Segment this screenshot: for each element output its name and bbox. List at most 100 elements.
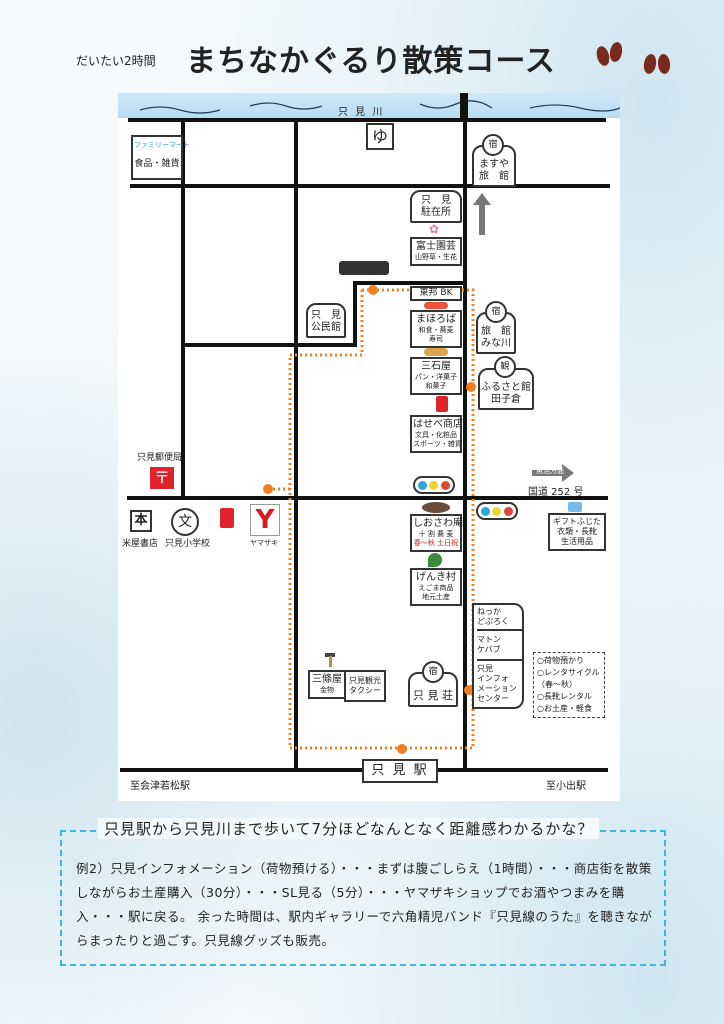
- river-waves: [139, 100, 621, 114]
- label: 衣類・長靴: [557, 527, 597, 536]
- label: 駐在所: [421, 207, 451, 218]
- label: パン・洋菓子: [414, 373, 458, 381]
- inn-badge: 宿: [482, 134, 504, 156]
- label: 文具・化粧品: [415, 431, 457, 439]
- flower-icon: ✿: [429, 222, 440, 236]
- label: 寿司: [429, 335, 443, 343]
- uonuma-direction: 魚沼方面: [536, 467, 564, 475]
- label: 山野草・生花: [415, 253, 457, 261]
- label: 公民館: [311, 322, 341, 333]
- info-services-list: ○荷物預かり○レンタサイクル（春～秋）○長靴レンタル○お土産・軽食: [533, 652, 605, 718]
- onsen-marker: ゆ: [366, 123, 394, 150]
- route-stop-dot: [368, 285, 378, 295]
- label: スポーツ・雑貨: [413, 440, 462, 448]
- bridge: [460, 93, 468, 120]
- nekka-doburoku: ねっかどぶろく: [477, 605, 522, 631]
- to-koide: 至小出駅: [546, 781, 586, 792]
- road: [183, 281, 465, 347]
- service-item: ○長靴レンタル: [537, 692, 592, 701]
- label: まほろば: [416, 314, 456, 325]
- yamazaki-logo: Y: [250, 504, 280, 536]
- note-body: 例2）只見インフォメーション（荷物預ける）・・・まずは腹ごしらえ（1時間）・・・…: [76, 861, 653, 948]
- walking-route: [268, 288, 475, 750]
- traffic-light-icon: [413, 476, 455, 494]
- label: ふるさと館: [481, 382, 531, 393]
- route-stop-dot: [263, 484, 273, 494]
- label: 田子倉: [491, 394, 521, 405]
- mahoroba-restaurant: まほろば和食・蕎麦寿司: [410, 310, 462, 348]
- north-arrow-icon: [473, 193, 491, 235]
- label: 只 見: [421, 195, 451, 206]
- to-aizuwakamatsu: 至会津若松駅: [130, 781, 190, 792]
- label: 三石屋: [421, 361, 451, 372]
- service-item: （春～秋）: [537, 680, 577, 689]
- inn-badge: 宿: [485, 301, 507, 323]
- label: 旅 館: [481, 326, 511, 337]
- river: [118, 93, 620, 118]
- route-stop-dot: [466, 382, 476, 392]
- label: 富士園芸: [416, 241, 456, 252]
- label: 只見観光: [349, 676, 381, 685]
- label: 春～秋 土日祝: [413, 539, 459, 547]
- label: しおさわ庵: [413, 518, 463, 529]
- river-label: 只 見 川: [338, 107, 385, 118]
- store-label: 食品・雑貨: [134, 159, 180, 169]
- sightseeing-badge: 観: [494, 356, 516, 378]
- label: ますや: [479, 159, 509, 170]
- label: 地元土産: [422, 593, 450, 601]
- label: えごま商品: [418, 584, 454, 592]
- gas-station-icon: [220, 508, 234, 528]
- label: ケバブ: [477, 645, 501, 654]
- label: みな川: [481, 338, 511, 349]
- inn-badge: 宿: [422, 661, 444, 683]
- soba-icon: [422, 502, 450, 513]
- yamazaki-label: ヤマザキ: [250, 539, 278, 547]
- hasebe-shoten: はせべ商店文具・化粧品スポーツ・雑貨: [410, 415, 463, 453]
- hammer-icon: [322, 652, 340, 668]
- toho-bank: 東邦 BK: [410, 286, 462, 301]
- bookstore-icon: 本: [130, 510, 152, 532]
- note-heading: 只見駅から只見川まで歩いて7分ほどなんとなく距離感わかるかな？: [98, 818, 600, 839]
- service-item: ○お土産・軽食: [537, 704, 592, 713]
- label: 三條屋: [312, 674, 342, 685]
- route-stop-dot: [464, 685, 474, 695]
- route-stop-dot: [397, 744, 407, 754]
- label: センター: [477, 694, 509, 703]
- label: 十 割 蕎 麦: [418, 530, 454, 538]
- label: 生活用品: [561, 537, 593, 546]
- mutton-kebab: マトンケバブ: [477, 631, 522, 661]
- tadami-taxi: 只見観光タクシー: [344, 670, 386, 702]
- label: メーション: [477, 684, 517, 693]
- traffic-light-icon: [476, 502, 518, 520]
- label: タクシー: [349, 686, 381, 695]
- post-office-label: 只見郵便局: [137, 453, 183, 463]
- shiosawa-an: しおさわ庵十 割 蕎 麦春～秋 土日祝: [410, 514, 463, 552]
- label: インフォ: [477, 674, 509, 683]
- gas-station-icon: [436, 396, 448, 412]
- kominkan: 只 見公民館: [306, 303, 346, 338]
- label: はせべ商店: [413, 419, 463, 430]
- sanjoya-hardware: 三條屋金物: [308, 670, 346, 699]
- tadami-information-center: 只見インフォメーションセンター: [477, 661, 522, 707]
- leaf-icon: [428, 553, 442, 567]
- bookstore-label: 米屋書店: [122, 539, 159, 549]
- post-office-icon: 〒: [150, 467, 174, 489]
- label: 旅 館: [479, 171, 509, 182]
- label: どぶろく: [477, 617, 509, 626]
- label: げんき村: [416, 572, 456, 583]
- mitsuishiya-bakery: 三石屋パン・洋菓子和菓子: [410, 357, 462, 395]
- label: 和食・蕎麦: [418, 326, 454, 334]
- bread-icon: [424, 348, 448, 356]
- fuji-engei: 富士園芸山野草・生花: [410, 237, 462, 266]
- tadami-station: 只 見 駅: [362, 759, 438, 783]
- gift-fujita: ギフトふじた衣類・長靴生活用品: [548, 513, 606, 551]
- label: マトン: [477, 635, 501, 644]
- store-logo: ファミリーマート: [134, 141, 190, 149]
- label: 金物: [320, 686, 334, 694]
- sl-train-icon: [339, 261, 389, 275]
- course-duration: だいたい2時間: [76, 54, 156, 68]
- route-252-label: 国道 252 号: [528, 487, 584, 498]
- service-item: ○荷物預かり: [537, 656, 584, 665]
- label: 只 見: [311, 310, 341, 321]
